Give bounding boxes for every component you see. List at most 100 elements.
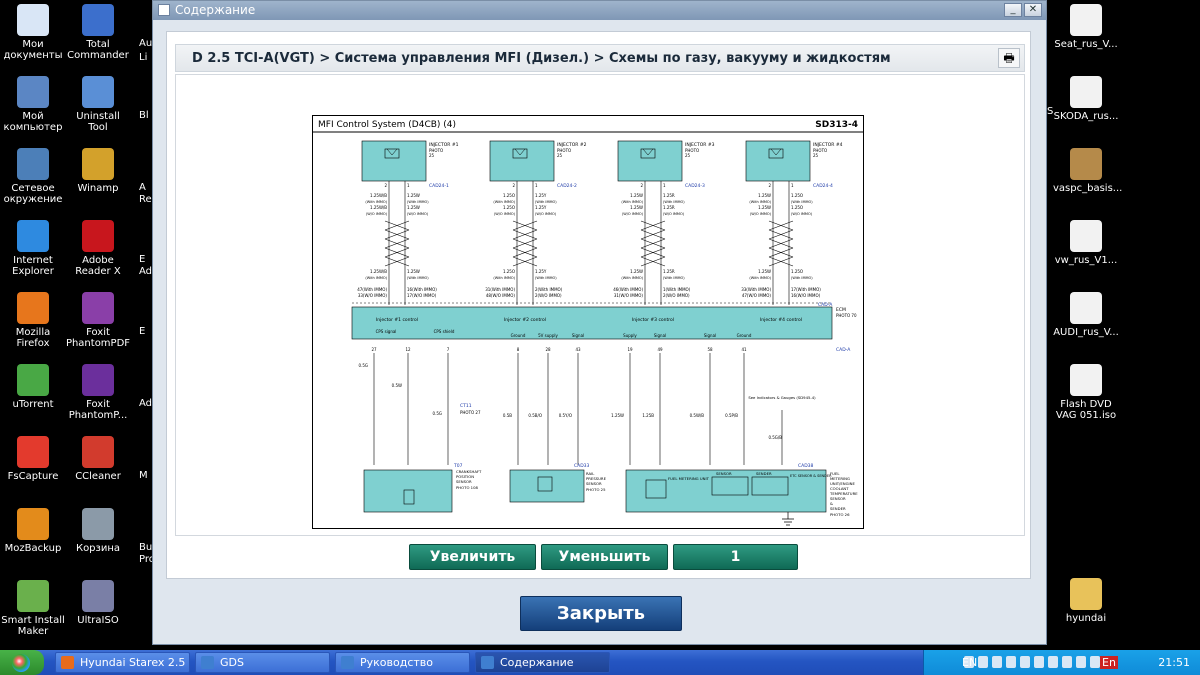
wire-label: 1.25W [407, 269, 420, 274]
content-panel: D 2.5 TCI-A(VGT) > Система управления MF… [166, 31, 1031, 579]
volume-icon[interactable] [992, 656, 1002, 668]
wire-note: (With IMMO) [365, 276, 387, 280]
window-titlebar[interactable]: Содержание _ ✕ [153, 1, 1046, 20]
desktop-icon-second-4[interactable]: Foxit PhantomPDF [65, 292, 131, 349]
network-icon[interactable] [978, 656, 988, 668]
wire-label: 1.25O [791, 269, 803, 274]
task-button-2[interactable]: Руководство [335, 652, 470, 673]
task-app-icon [481, 656, 494, 669]
ecm-photo: PHOTO 70 [836, 313, 857, 318]
ecm-connector: CAD-A [818, 302, 833, 308]
desktop-icon-second-6[interactable]: CCleaner [65, 436, 131, 482]
desktop-icon-left-8[interactable]: Smart Install Maker [0, 580, 66, 637]
desktop-icon-right-0-icon [1070, 4, 1102, 36]
injector-label: INJECTOR #2 [557, 142, 587, 148]
battery-icon[interactable] [1062, 656, 1072, 668]
wire-note: (W/O IMMO) [750, 212, 772, 216]
wire-note: (With IMMO) [493, 276, 515, 280]
bluetooth-icon[interactable] [1006, 656, 1016, 668]
tray-language[interactable]: En [1100, 656, 1118, 669]
help-icon[interactable] [964, 656, 974, 668]
breadcrumb: D 2.5 TCI-A(VGT) > Система управления MF… [192, 51, 891, 66]
desktop-icon-left-4-icon [17, 292, 49, 324]
desktop-icon-right-5-icon [1070, 364, 1102, 396]
desktop-icon-right-1[interactable]: SKODA_rus... [1053, 76, 1119, 122]
ecm-pin: 17(W/O IMMO) [407, 293, 437, 298]
desktop-icon-second-2[interactable]: Winamp [65, 148, 131, 194]
desktop-icon-second-0[interactable]: Total Commander [65, 4, 131, 61]
rail-sensor-symbol [537, 476, 553, 492]
wire-label: 1.25R [663, 205, 675, 210]
wire-note: (With IMMO) [663, 276, 685, 280]
desktop-icon-left-1[interactable]: Мой компьютер [0, 76, 66, 133]
ecm-signal-label: 5V supply [538, 333, 558, 338]
desktop-icon-right-5[interactable]: Flash DVD VAG 051.iso [1053, 364, 1119, 421]
clipped-label: Re [139, 194, 152, 205]
window-icon [158, 4, 170, 16]
task-label: Содержание [500, 656, 574, 669]
window-title: Содержание [175, 3, 256, 17]
sensor-label: SENSOR [586, 481, 602, 486]
desktop-icon-left-3[interactable]: Internet Explorer [0, 220, 66, 277]
zoom-in-button[interactable]: Увеличить [409, 544, 536, 570]
desktop-icon-left-4[interactable]: Mozilla Firefox [0, 292, 66, 349]
wire-note: (With IMMO) [493, 200, 515, 204]
close-button[interactable]: Закрыть [520, 596, 682, 631]
desktop-icon-right-2[interactable]: vaspc_basis... [1053, 148, 1122, 194]
task-button-1[interactable]: GDS [195, 652, 330, 673]
desktop-icon-second-5[interactable]: Foxit PhantomP... [65, 364, 131, 421]
tray-icons [964, 656, 1134, 670]
diagram-title: MFI Control System (D4CB) (4) [318, 120, 456, 130]
page-button[interactable]: 1 [673, 544, 798, 570]
ecm-lower-pin: 49 [657, 347, 663, 352]
pin: 2 [768, 183, 771, 188]
desktop-icon-second-1-label: Uninstall Tool [76, 111, 120, 133]
sensor-label: SENSOR [830, 496, 846, 501]
minimize-button[interactable]: _ [1004, 3, 1022, 17]
desktop-icon-second-5-icon [82, 364, 114, 396]
update-icon[interactable] [1034, 656, 1044, 668]
desktop-icon-right-3[interactable]: vw_rus_V1... [1053, 220, 1119, 266]
wire-label: 1.25Y [535, 269, 547, 274]
keyboard-icon[interactable] [1090, 656, 1100, 668]
print-button[interactable]: 🖶 [998, 48, 1020, 68]
ground-icon [782, 512, 794, 526]
desktop-icon-second-3[interactable]: Adobe Reader X [65, 220, 131, 277]
language-indicator[interactable]: EN [962, 656, 978, 669]
wire-label: 1.25W [758, 193, 771, 198]
desktop-icon-second-1[interactable]: Uninstall Tool [65, 76, 131, 133]
wire-label: 1.25W [630, 205, 643, 210]
desktop-icon-right-0[interactable]: Seat_rus_V... [1053, 4, 1119, 50]
task-button-3[interactable]: Содержание [475, 652, 610, 673]
desktop-icon-second-7[interactable]: Корзина [65, 508, 131, 554]
close-window-button[interactable]: ✕ [1024, 3, 1042, 17]
usb-icon[interactable] [1048, 656, 1058, 668]
desktop-icon-right-4[interactable]: AUDI_rus_V... [1053, 292, 1119, 338]
ct11-label: CT11 [460, 403, 472, 409]
desktop-icon-right-4-icon [1070, 292, 1102, 324]
start-button[interactable] [0, 650, 44, 675]
document-viewer[interactable]: MFI Control System (D4CB) (4) SD313-4 IN… [175, 74, 1025, 536]
security-icon[interactable] [1020, 656, 1030, 668]
desktop-icon-left-5[interactable]: uTorrent [0, 364, 66, 410]
desktop-icon-left-2[interactable]: Сетевое окружение [0, 148, 66, 205]
desktop-icon-right-6[interactable]: hyundai [1053, 578, 1119, 624]
wire-label: 1.25W [407, 193, 420, 198]
antivirus-icon[interactable] [1076, 656, 1086, 668]
sensor-box-rail [509, 469, 585, 503]
task-button-0[interactable]: Hyundai Starex 2.5 ... [55, 652, 190, 673]
wire-note: (With IMMO) [749, 200, 771, 204]
desktop-icon-second-8[interactable]: UltraISO [65, 580, 131, 626]
desktop-icon-second-8-icon [82, 580, 114, 612]
clipped-label: Li [139, 52, 148, 63]
desktop-icon-left-6[interactable]: FsCapture [0, 436, 66, 482]
ecm-lower-pin: 12 [405, 347, 411, 352]
desktop-icon-left-1-label: Мой компьютер [3, 111, 63, 133]
desktop-icon-left-7[interactable]: MozBackup [0, 508, 66, 554]
sensor-photo: PHOTO 108 [456, 485, 478, 490]
wire-label: 1.25W [630, 269, 643, 274]
wire-label: 1.25W/B [370, 205, 387, 210]
ecm-pin: 1(With IMMO) [663, 287, 691, 292]
desktop-icon-left-0[interactable]: Мои документы [0, 4, 66, 61]
zoom-out-button[interactable]: Уменьшить [541, 544, 668, 570]
